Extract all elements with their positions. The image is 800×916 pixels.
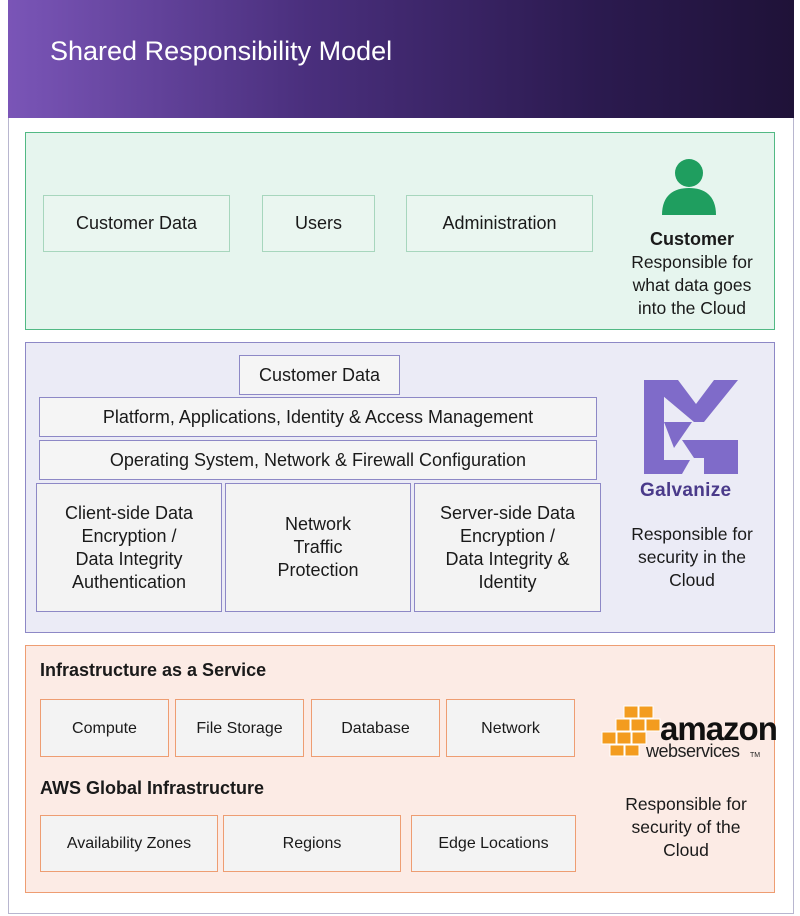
- compute-box: Compute: [40, 699, 169, 757]
- network-line-3: Protection: [277, 560, 359, 580]
- network-line-2: Traffic: [293, 537, 343, 557]
- network-box: Network: [446, 699, 575, 757]
- header-banner: Shared Responsibility Model: [8, 0, 794, 118]
- client-side-line-1: Client-side Data: [64, 502, 194, 523]
- regions-box: Regions: [223, 815, 401, 872]
- customer-role-line-3: into the Cloud: [638, 298, 746, 318]
- network-line-1: Network: [284, 514, 351, 534]
- platform-layer-box: Platform, Applications, Identity & Acces…: [39, 397, 597, 437]
- server-side-encryption-box: Server-side Data Encryption / Data Integ…: [414, 483, 601, 612]
- aws-role-line-1: Responsible for: [625, 794, 747, 814]
- aws-cubes-icon: [601, 705, 661, 757]
- database-box: Database: [311, 699, 440, 757]
- global-infra-label: AWS Global Infrastructure: [40, 778, 265, 798]
- availability-zones-box: Availability Zones: [40, 815, 218, 872]
- galvanize-customer-data-box: Customer Data: [239, 355, 400, 395]
- aws-role-line-3: Cloud: [663, 840, 709, 860]
- edge-locations-box: Edge Locations: [411, 815, 576, 872]
- os-layer-box: Operating System, Network & Firewall Con…: [39, 440, 597, 480]
- galvanize-role-line-3: Cloud: [669, 570, 715, 590]
- galvanize-role-line-1: Responsible for: [631, 524, 753, 544]
- galvanize-logo-icon: [644, 380, 738, 474]
- galvanize-logo-text: Galvanize: [640, 480, 732, 501]
- administration-box: Administration: [406, 195, 593, 252]
- client-side-line-2: Encryption /: [81, 525, 177, 546]
- server-side-line-1: Server-side Data: [439, 502, 576, 523]
- client-side-encryption-box: Client-side Data Encryption / Data Integ…: [36, 483, 222, 612]
- server-side-line-4: Identity: [478, 571, 537, 592]
- client-side-line-4: Authentication: [71, 571, 187, 592]
- users-box: Users: [262, 195, 375, 252]
- page-title: Shared Responsibility Model: [50, 36, 393, 66]
- server-side-line-3: Data Integrity &: [445, 548, 570, 569]
- customer-role-line-1: Responsible for: [631, 252, 753, 272]
- aws-logo-webservices-text: webservices: [646, 741, 740, 761]
- iaas-label: Infrastructure as a Service: [40, 660, 267, 680]
- customer-role-line-2: what data goes: [632, 275, 752, 295]
- aws-logo-tm: TM: [750, 752, 761, 759]
- client-side-line-3: Data Integrity: [75, 548, 183, 569]
- aws-role-line-2: security of the: [631, 817, 741, 837]
- customer-role-name: Customer: [649, 229, 734, 249]
- server-side-line-2: Encryption /: [459, 525, 556, 546]
- aws-logo-amazon-text: amazon: [660, 710, 778, 747]
- customer-data-box: Customer Data: [43, 195, 230, 252]
- galvanize-role-line-2: security in the: [638, 547, 746, 567]
- network-traffic-protection-box: Network Traffic Protection: [225, 483, 411, 612]
- user-icon: [662, 159, 716, 215]
- file-storage-box: File Storage: [175, 699, 304, 757]
